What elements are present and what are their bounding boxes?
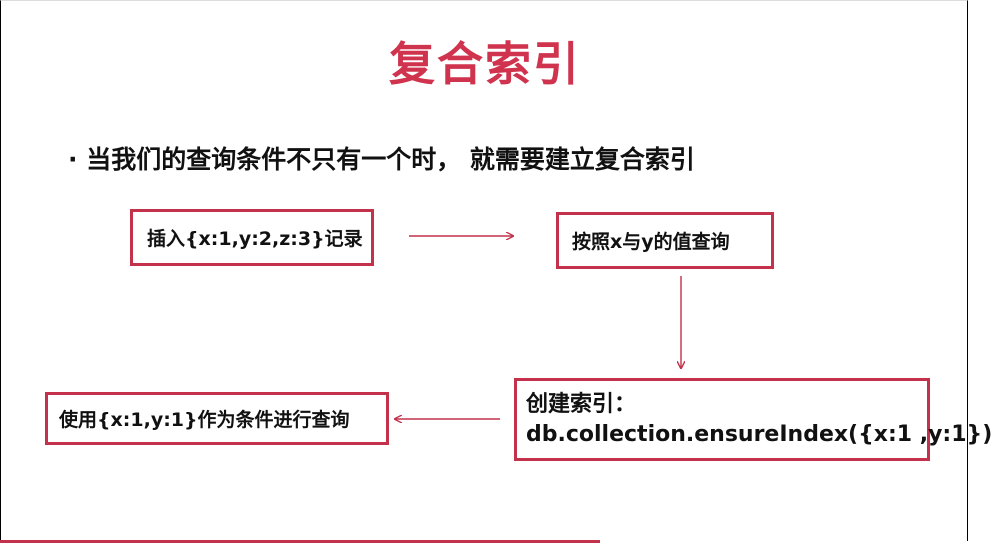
query-by-xy-label: 按照x与y的值查询	[572, 231, 730, 253]
use-condition-label: 使用{x:1,y:1}作为条件进行查询	[59, 409, 350, 431]
use-condition-box: 使用{x:1,y:1}作为条件进行查询	[45, 392, 389, 445]
insert-record-box: 插入{x:1,y:2,z:3}记录	[130, 209, 374, 266]
create-index-code: db.collection.ensureIndex({x:1 ,y:1})	[526, 421, 992, 447]
query-by-xy-box: 按照x与y的值查询	[556, 212, 774, 269]
bottom-accent-line	[0, 540, 600, 543]
create-index-box: 创建索引： db.collection.ensureIndex({x:1 ,y:…	[514, 378, 992, 461]
flow-arrows	[0, 0, 970, 543]
insert-record-label: 插入{x:1,y:2,z:3}记录	[147, 228, 363, 250]
slide-title: 复合索引	[389, 37, 581, 91]
create-index-label: 创建索引：	[526, 391, 637, 417]
bullet-text: · 当我们的查询条件不只有一个时， 就需要建立复合索引	[68, 145, 695, 174]
